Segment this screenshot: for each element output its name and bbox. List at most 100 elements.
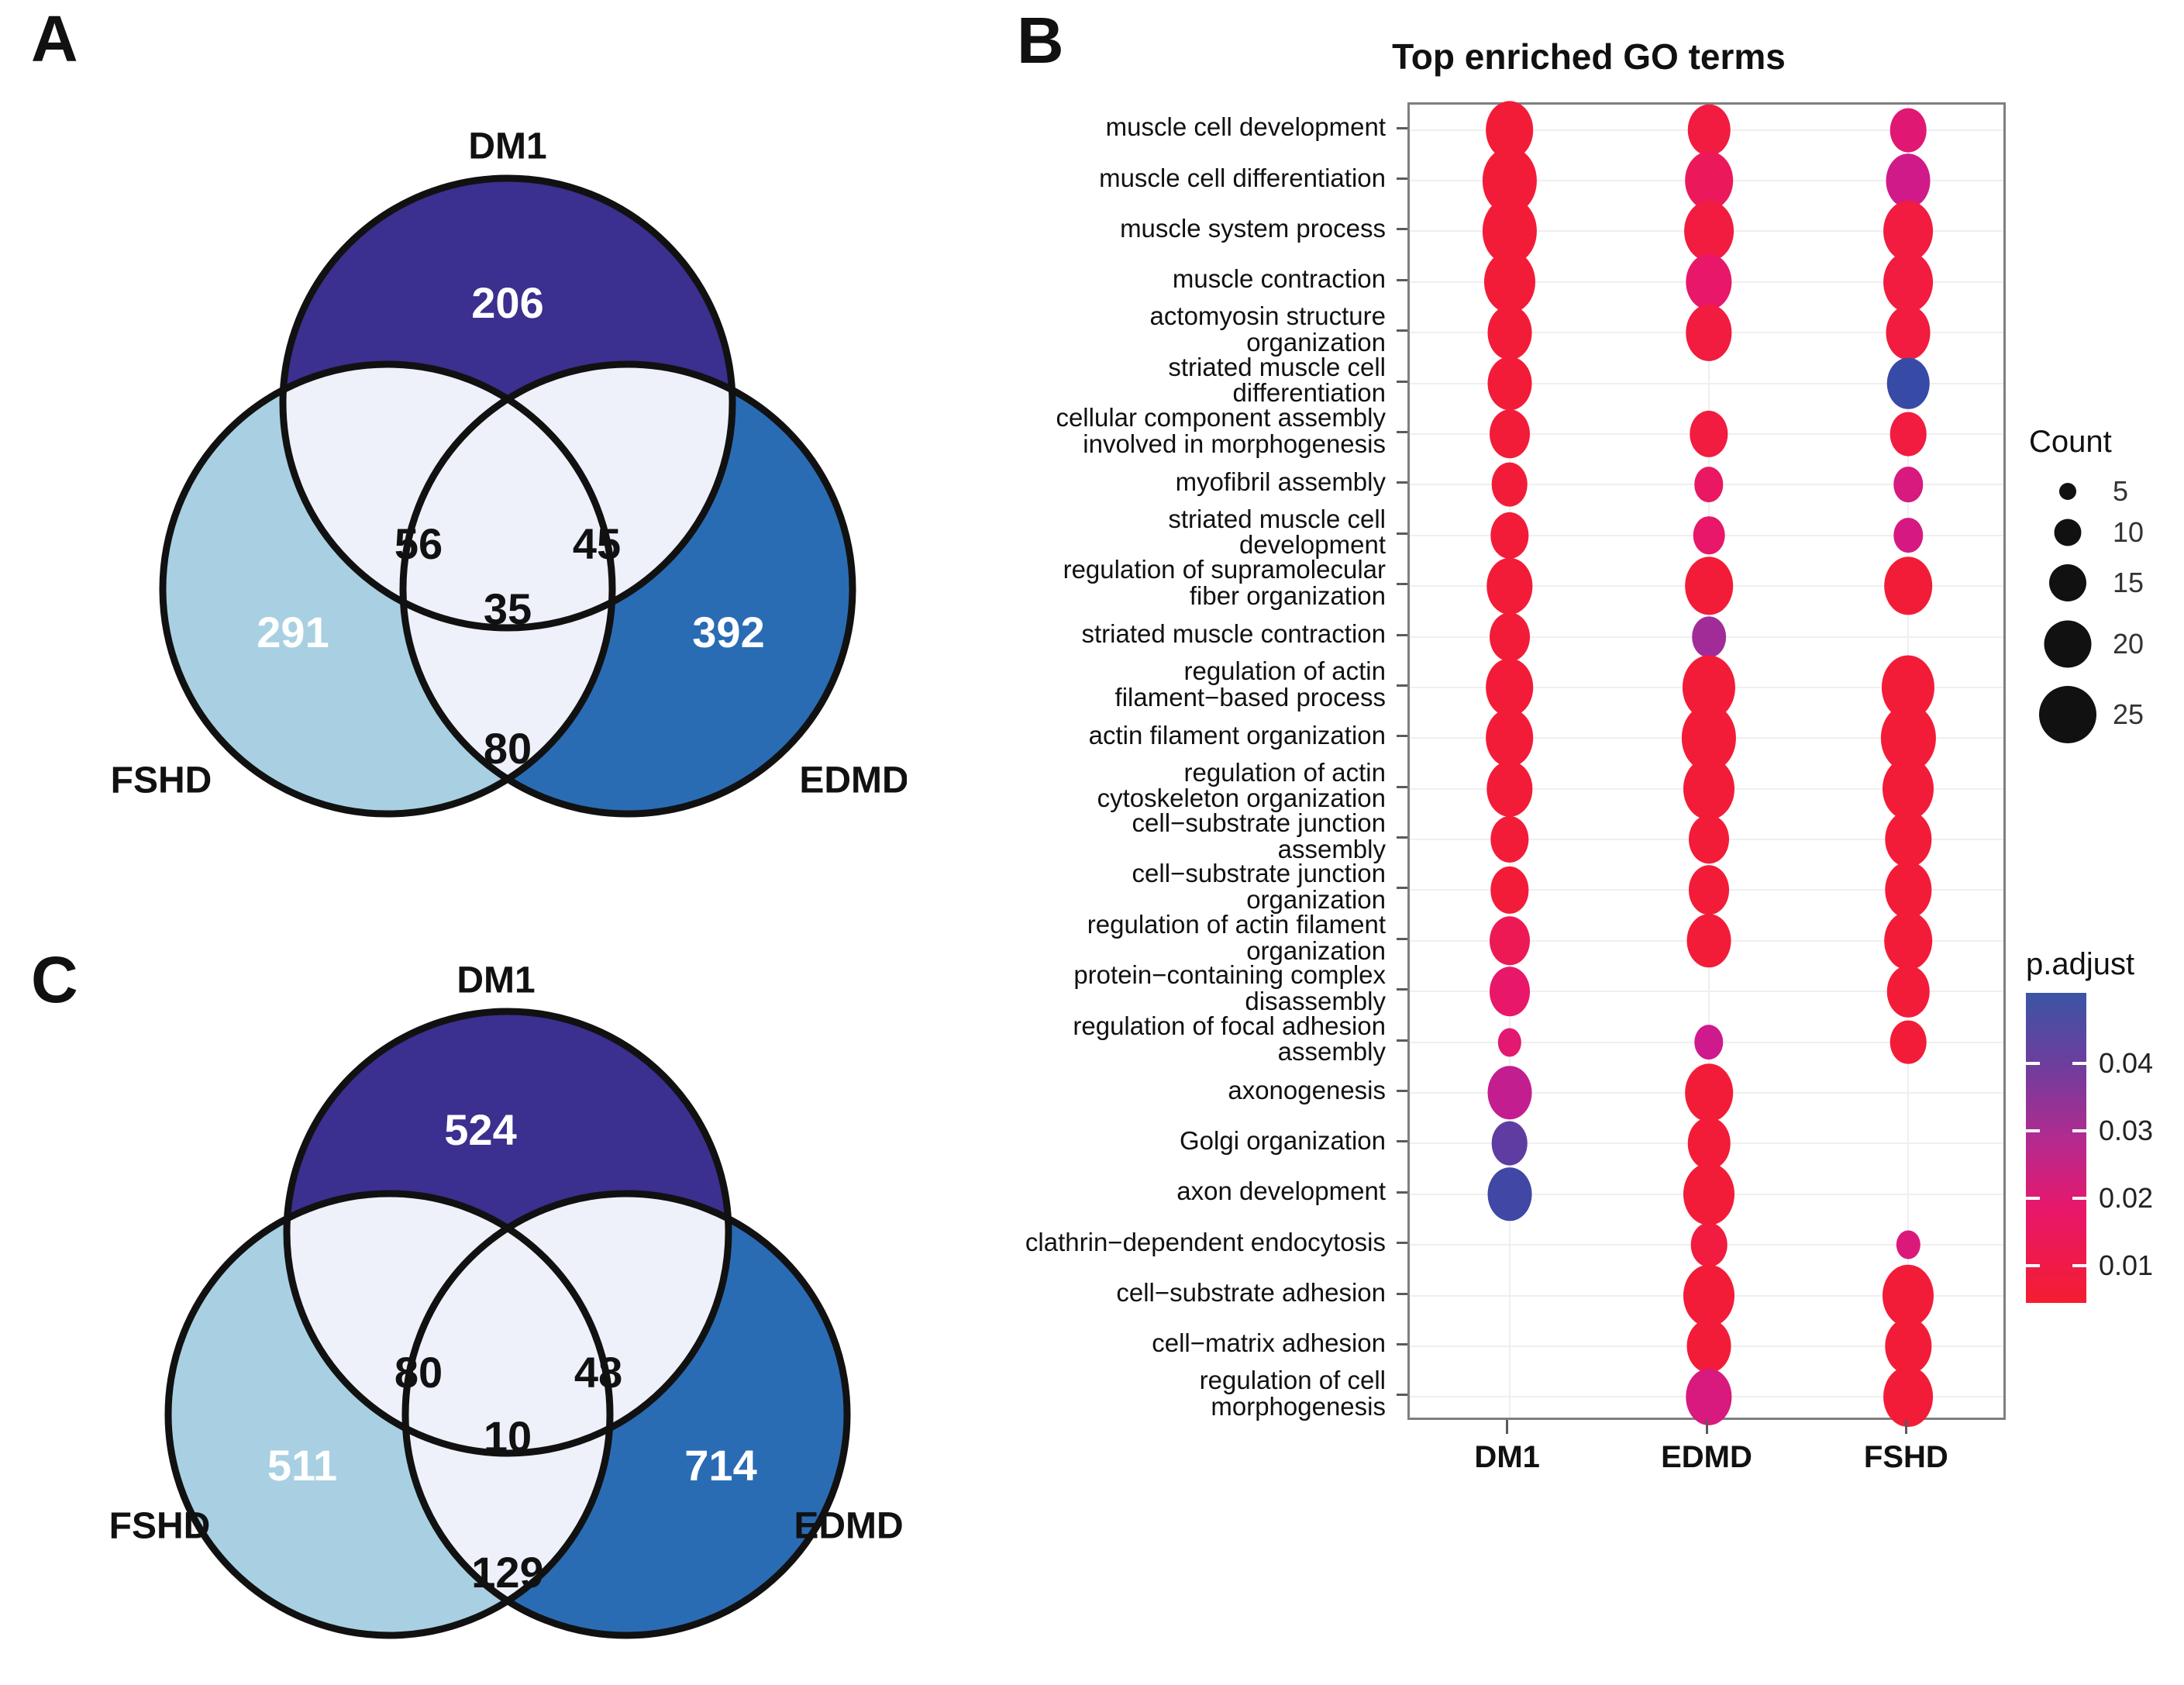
plot-area: [1407, 101, 2006, 1428]
venn-label-edmd: EDMD: [794, 1506, 903, 1547]
legend-count-value: 5: [2113, 475, 2129, 507]
legend-count-value: 10: [2113, 515, 2144, 548]
dot-point: [1887, 357, 1930, 409]
y-axis-label: cell−matrix adhesion: [1152, 1328, 1386, 1358]
padjust-tick: [2072, 1197, 2086, 1201]
dot-point: [1885, 811, 1931, 868]
y-axis-tick: [1397, 380, 1407, 383]
y-axis-tick: [1397, 278, 1407, 281]
dot-point: [1893, 517, 1924, 553]
dot-point: [1490, 512, 1529, 559]
legend-count-row: 15: [2021, 555, 2184, 611]
padjust-tick: [2026, 1264, 2040, 1268]
dot-point: [1687, 104, 1731, 156]
panel-b-dotplot: B Top enriched GO terms muscle cell deve…: [1000, 0, 2184, 1685]
dot-point: [1684, 201, 1734, 262]
padjust-tick-label: 0.01: [2099, 1249, 2154, 1282]
venn-count-dm1-fshd: 56: [394, 519, 443, 568]
padjust-tick: [2026, 1197, 2040, 1201]
legend-count-dot: [2044, 620, 2092, 667]
dot-point: [1890, 412, 1927, 457]
dot-point: [1489, 409, 1530, 459]
y-axis-label: axonogenesis: [1228, 1075, 1386, 1104]
dot-point: [1694, 467, 1724, 503]
dot-point: [1485, 658, 1534, 717]
y-axis-label: muscle cell differentiation: [1099, 163, 1386, 192]
dot-point: [1689, 865, 1729, 915]
dot-point: [1896, 1230, 1920, 1259]
venn-count-dm1-only: 524: [444, 1105, 516, 1154]
dot-point: [1683, 757, 1735, 820]
legend-count-row: 25: [2021, 677, 2184, 753]
dot-point: [1883, 1366, 1934, 1428]
venn-count-edmd-only: 714: [684, 1441, 756, 1490]
dot-point: [1490, 867, 1529, 914]
venn-count-edmd-only: 392: [692, 608, 764, 656]
y-axis-label: regulation of actin filament−based proce…: [1114, 656, 1386, 712]
venn-count-all-three: 10: [484, 1412, 532, 1461]
dot-point: [1497, 1028, 1521, 1057]
y-axis-label: muscle cell development: [1105, 112, 1386, 142]
legend-count-dot: [2049, 564, 2086, 601]
dot-point: [1883, 757, 1934, 820]
dot-point: [1687, 1118, 1731, 1170]
dot-point: [1487, 1066, 1532, 1120]
y-axis-tick: [1397, 937, 1407, 940]
dot-point: [1486, 760, 1533, 817]
y-axis-label: regulation of actin cytoskeleton organiz…: [1097, 757, 1386, 813]
dot-point: [1690, 410, 1728, 458]
legend-count-value: 15: [2113, 567, 2144, 598]
dot-point: [1686, 1369, 1732, 1425]
dot-point: [1686, 914, 1731, 968]
y-axis-tick: [1397, 532, 1407, 535]
legend-count-value: 20: [2113, 627, 2144, 660]
y-axis-tick: [1397, 329, 1407, 333]
y-axis-label: regulation of focal adhesion assembly: [1073, 1011, 1386, 1066]
legend-count-row: 10: [2021, 509, 2184, 555]
y-axis-label: axon development: [1176, 1177, 1386, 1206]
x-axis-label-edmd: EDMD: [1661, 1440, 1752, 1474]
y-axis-tick: [1397, 836, 1407, 839]
dot-point: [1690, 1222, 1728, 1267]
dot-point: [1885, 862, 1931, 918]
dot-point: [1893, 467, 1924, 503]
horizontal-gridline: [1410, 382, 2003, 384]
padjust-colorbar: [2026, 993, 2086, 1303]
y-axis-tick: [1397, 988, 1407, 991]
dot-point: [1487, 1167, 1532, 1222]
legend-count-value: 25: [2113, 698, 2144, 730]
y-axis-label: clathrin−dependent endocytosis: [1025, 1227, 1386, 1256]
y-axis-tick: [1397, 431, 1407, 433]
y-axis-tick: [1397, 1342, 1407, 1346]
venn-label-dm1: DM1: [456, 960, 535, 1001]
dot-point: [1483, 250, 1535, 314]
dot-point: [1490, 815, 1529, 863]
dot-point: [1491, 1121, 1528, 1166]
dot-point: [1689, 815, 1729, 864]
panel-letter-c: C: [31, 943, 78, 1016]
y-axis-label: striated muscle cell differentiation: [1168, 352, 1386, 408]
dot-point: [1683, 1264, 1735, 1327]
dot-point: [1487, 305, 1532, 360]
y-axis-tick: [1397, 1039, 1407, 1042]
dot-point: [1686, 1319, 1731, 1373]
y-axis-tick: [1397, 126, 1407, 129]
dot-point: [1489, 612, 1530, 662]
dot-point: [1489, 916, 1530, 966]
legend-count-row: 20: [2021, 611, 2184, 677]
legend-count-dot: [2054, 519, 2082, 546]
dot-point: [1890, 108, 1927, 153]
y-axis-label: Golgi organization: [1180, 1125, 1386, 1155]
panel-letter-a: A: [31, 2, 78, 75]
y-axis-label: muscle system process: [1120, 213, 1386, 243]
padjust-tick: [2026, 1062, 2040, 1066]
dot-point: [1886, 153, 1931, 208]
legend-count-dot: [2059, 483, 2076, 500]
y-axis-label: cell−substrate junction organization: [1132, 859, 1386, 915]
y-axis-tick: [1397, 481, 1407, 484]
y-axis-label: regulation of cell morphogenesis: [1199, 1366, 1386, 1421]
y-axis-tick: [1397, 1242, 1407, 1245]
